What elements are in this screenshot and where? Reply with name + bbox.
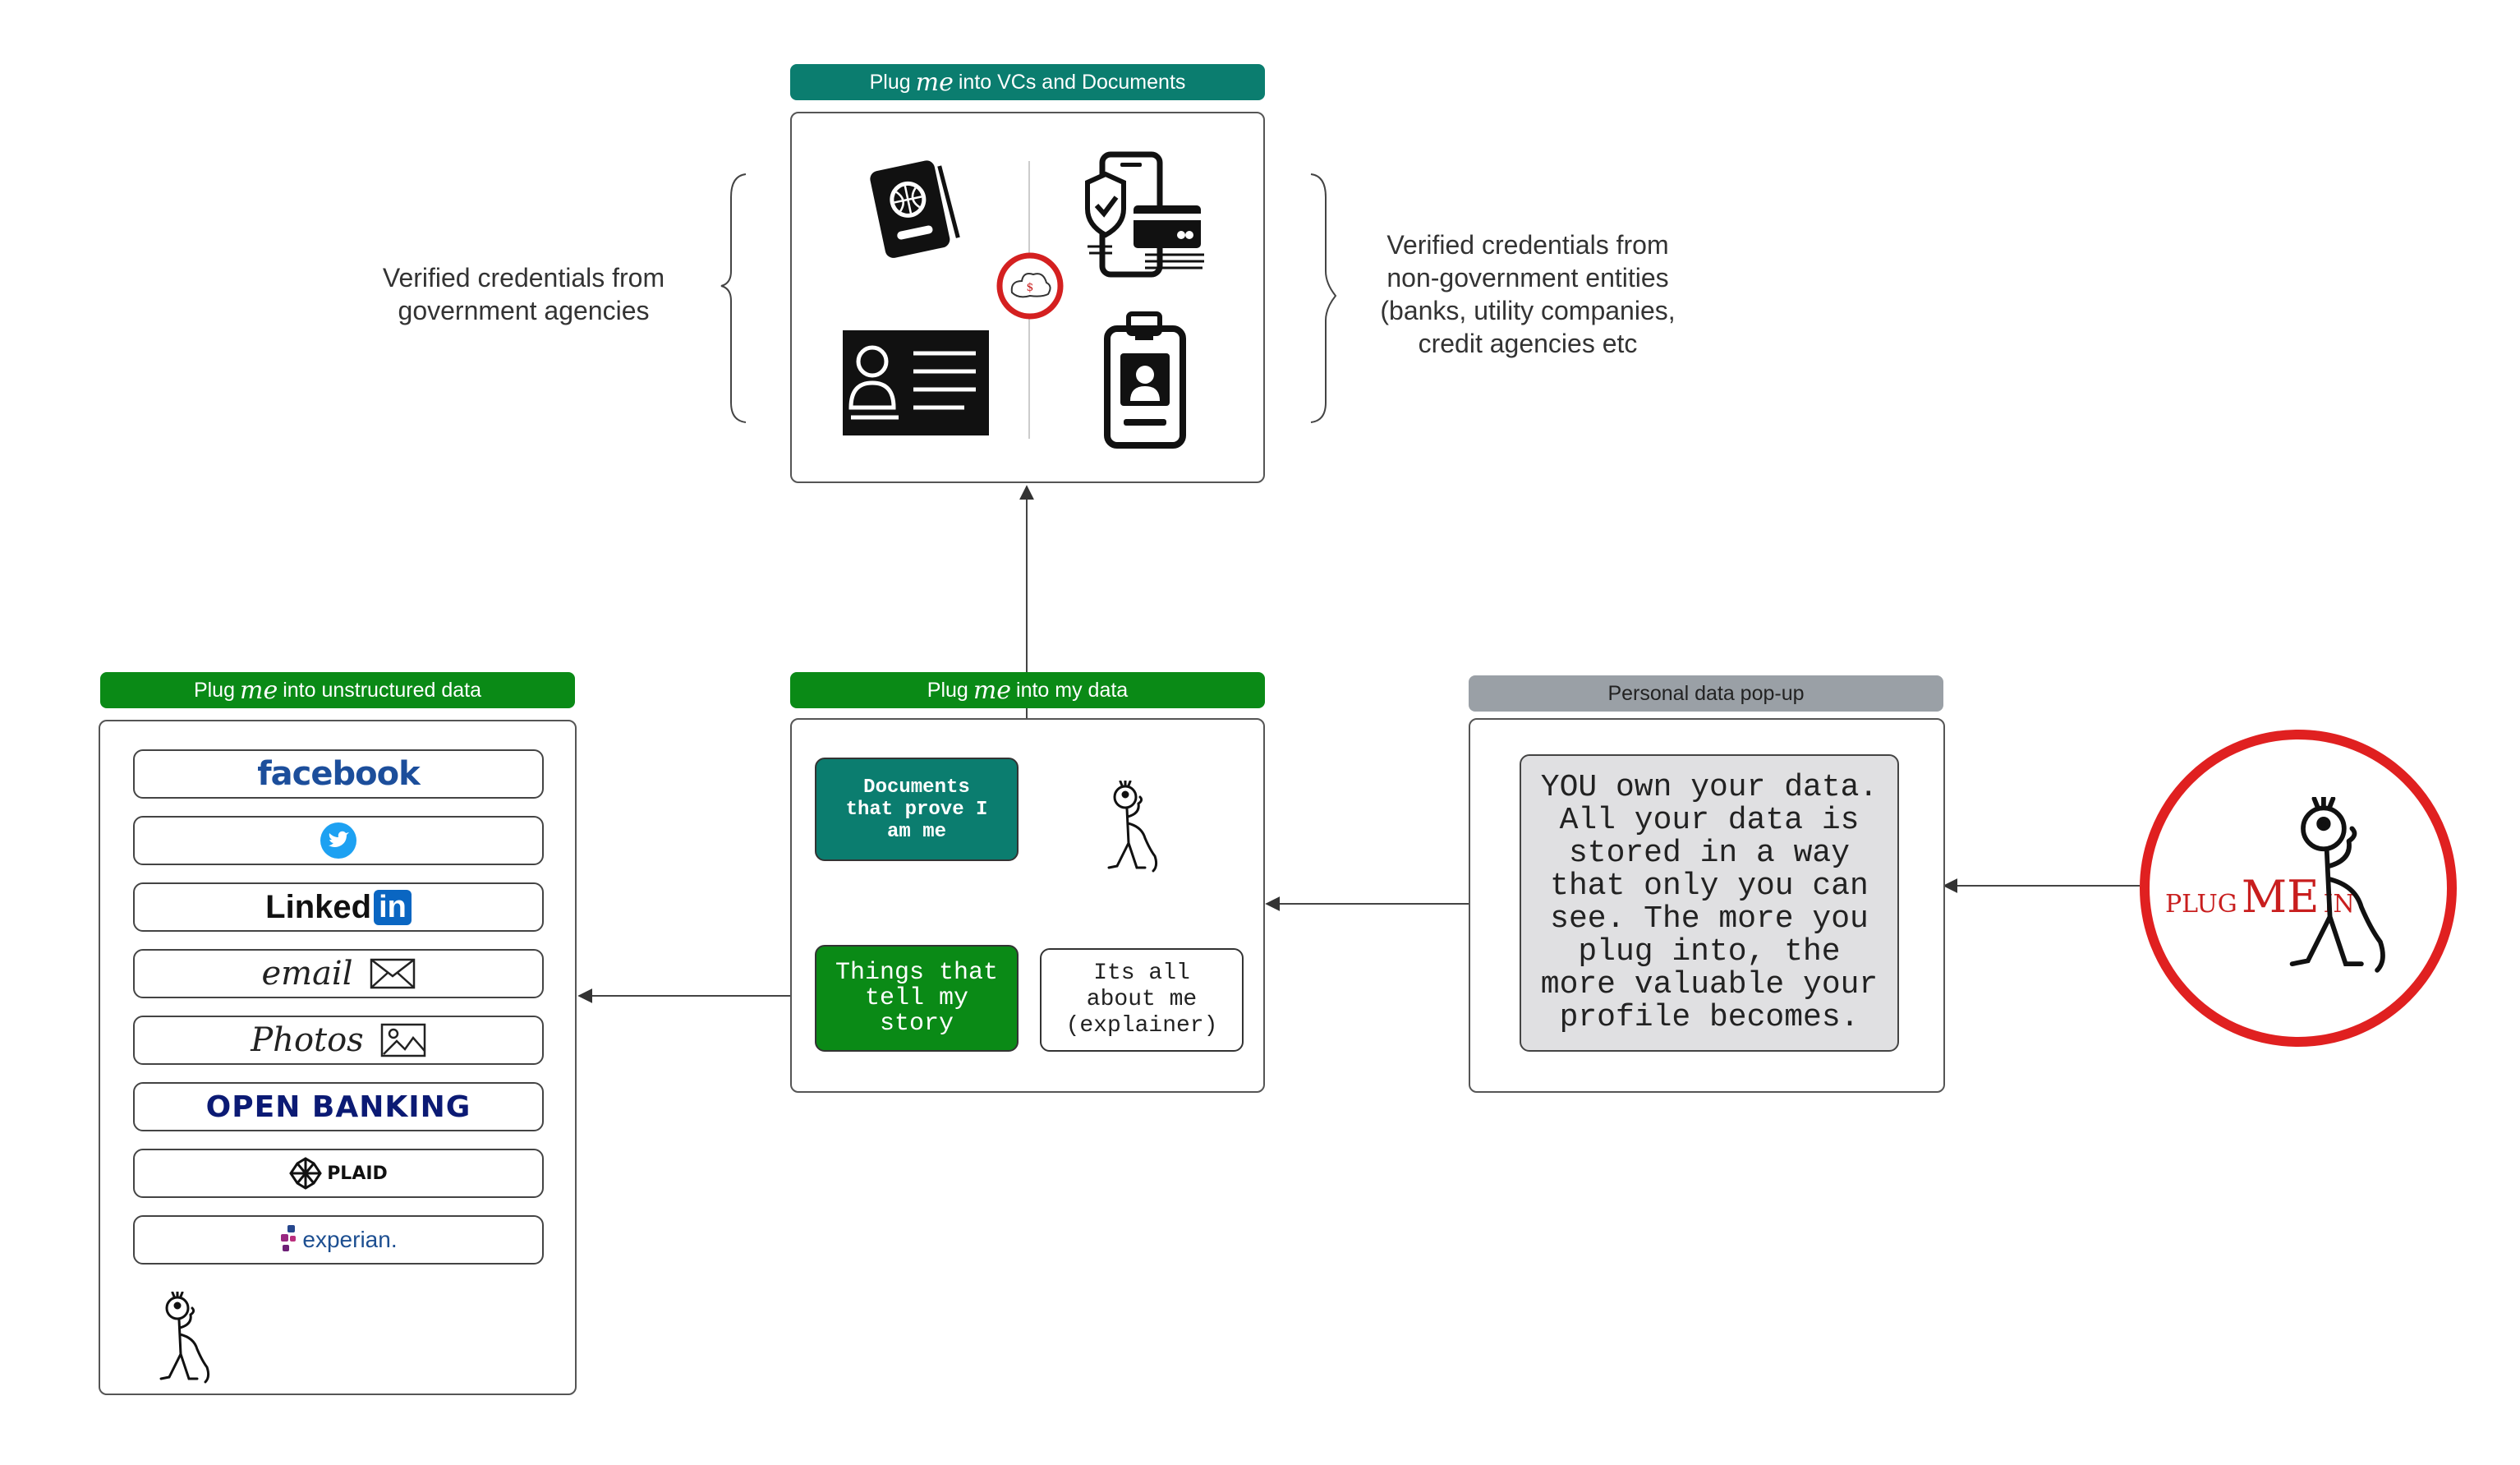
vcs-panel: $ (790, 112, 1265, 483)
mydata-header-prefix: Plug (927, 678, 968, 702)
explainer-box[interactable]: Its all about me (explainer) (1040, 948, 1244, 1052)
id-badge-icon (1104, 311, 1186, 449)
experian-source[interactable]: experian. (133, 1215, 544, 1265)
left-brace (720, 173, 747, 423)
passport-icon (870, 160, 960, 258)
unstructured-panel: facebook Linked in email Photos OPEN BAN… (99, 720, 577, 1395)
facebook-source[interactable]: facebook (133, 749, 544, 799)
popup-panel-header: Personal data pop-up (1469, 675, 1943, 712)
stick-figure-icon (1107, 781, 1158, 873)
non-government-note: Verified credentials from non-government… (1380, 230, 1676, 358)
right-brace (1310, 173, 1337, 423)
plaid-logo-icon (289, 1157, 322, 1190)
popup-message: YOU own your data. All your data is stor… (1520, 754, 1899, 1052)
brand-seal-icon: $ (996, 252, 1064, 320)
vcs-panel-header: Plug me into VCs and Documents (790, 64, 1265, 100)
linkedin-badge: in (374, 889, 412, 925)
documents-box[interactable]: Documents that prove I am me (815, 758, 1019, 861)
id-card-icon (843, 330, 989, 435)
unstructured-panel-header: Plug me into unstructured data (100, 672, 575, 708)
vcs-header-suffix: into VCs and Documents (958, 70, 1186, 94)
photos-label: Photos (251, 1021, 364, 1059)
photos-source[interactable]: Photos (133, 1016, 544, 1065)
linkedin-logo: Linked in (265, 889, 412, 926)
stick-figure-icon (2289, 797, 2385, 973)
experian-logo-icon (281, 1225, 297, 1251)
envelope-icon (370, 958, 415, 989)
mydata-header-me: me (973, 675, 1012, 705)
unstructured-header-suffix: into unstructured data (283, 678, 482, 702)
brand-plug: PLUG (2165, 890, 2237, 919)
brand-me: ME (2241, 871, 2320, 923)
linkedin-text: Linked (265, 888, 372, 925)
plaid-label: PLAID (327, 1163, 388, 1184)
popup-panel: YOU own your data. All your data is stor… (1469, 718, 1945, 1093)
vcs-header-prefix: Plug (869, 70, 911, 94)
plaid-source[interactable]: PLAID (133, 1149, 544, 1198)
email-source[interactable]: email (133, 949, 544, 998)
open-banking-source[interactable]: OPEN BANKING (133, 1082, 544, 1131)
mydata-panel: Documents that prove I am me Things that… (790, 718, 1265, 1093)
linkedin-source[interactable]: Linked in (133, 882, 544, 932)
vcs-header-me: me (915, 67, 954, 97)
stick-figure-icon (159, 1292, 210, 1384)
picture-icon (380, 1023, 425, 1057)
facebook-logo: facebook (257, 755, 420, 793)
experian-label: experian. (302, 1227, 398, 1252)
mydata-panel-header: Plug me into my data (790, 672, 1265, 708)
story-box[interactable]: Things that tell my story (815, 945, 1019, 1052)
email-label: email (261, 955, 353, 993)
unstructured-header-me: me (240, 675, 278, 705)
twitter-bird-icon (320, 822, 356, 859)
open-banking-logo: OPEN BANKING (205, 1090, 471, 1124)
government-note: Verified credentials from government age… (382, 263, 665, 325)
mobile-security-icon (1085, 151, 1204, 278)
twitter-source[interactable] (133, 816, 544, 865)
mydata-header-suffix: into my data (1016, 678, 1129, 702)
svg-text:$: $ (1027, 281, 1034, 294)
unstructured-header-prefix: Plug (193, 678, 235, 702)
